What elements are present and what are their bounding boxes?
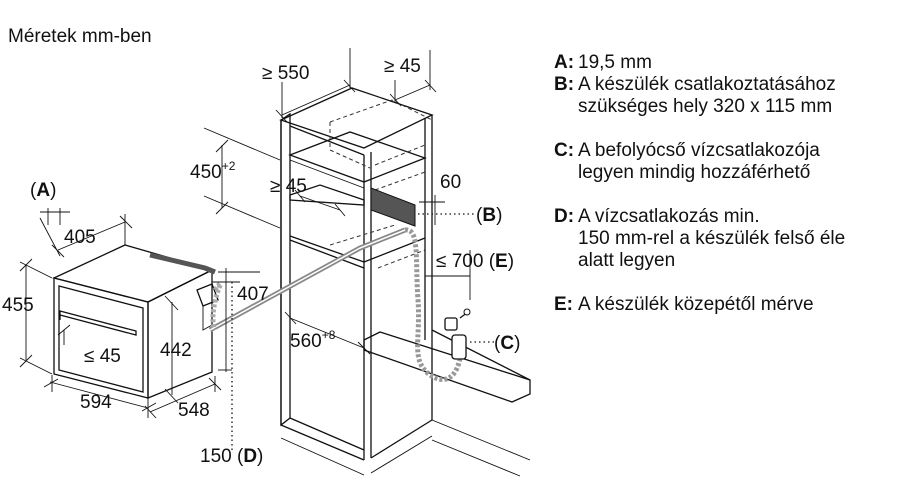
- diagram-title: Méretek mm-ben: [8, 26, 152, 47]
- dim-back-gap: ≥ 45: [270, 176, 307, 197]
- water-hose: [208, 227, 471, 382]
- callout-a: (A): [30, 180, 56, 201]
- dim-appliance-depth: 548: [178, 400, 210, 421]
- dim-appliance-top-width: 405: [64, 227, 96, 248]
- dim-max-hose: ≤ 700 (E): [436, 251, 514, 272]
- dim-niche-depth: ≥ 550: [262, 63, 309, 84]
- dimension-labels: ≥ 550 ≥ 45 450+2 ≥ 45 60 (B) ≤ 700 (E) 5…: [2, 56, 520, 467]
- legend-item-d: D: A vízcsatlakozás min. 150 mm-rel a ké…: [554, 206, 846, 271]
- callout-c: (C): [494, 333, 520, 354]
- dim-appliance-height: 455: [2, 295, 34, 316]
- dim-side-height: 407: [237, 284, 269, 305]
- dim-appliance-width: 594: [80, 392, 112, 413]
- legend-item-e: E: A készülék közepétől mérve: [554, 294, 814, 315]
- appliance: [52, 244, 219, 399]
- dim-niche-width: 560+8: [290, 328, 336, 352]
- callout-b: (B): [476, 205, 502, 226]
- dim-back: 60: [440, 172, 461, 193]
- cabinet: [279, 87, 531, 477]
- dim-niche-height: 450+2: [190, 159, 236, 183]
- legend-item-a: A: 19,5 mm: [554, 52, 652, 73]
- dimension-lines: [19, 48, 495, 450]
- dim-door-gap: ≤ 45: [84, 346, 121, 367]
- dim-front-height: 442: [160, 340, 192, 361]
- legend-item-c: C: A befolyócső vízcsatlakozója legyen m…: [554, 140, 820, 183]
- dim-bottom: 150 (D): [200, 446, 263, 467]
- dim-top-gap: ≥ 45: [384, 56, 421, 77]
- legend: A: 19,5 mm B: A készülék csatlakoztatásá…: [554, 52, 894, 338]
- legend-item-b: B: A készülék csatlakoztatásához szükség…: [554, 74, 836, 117]
